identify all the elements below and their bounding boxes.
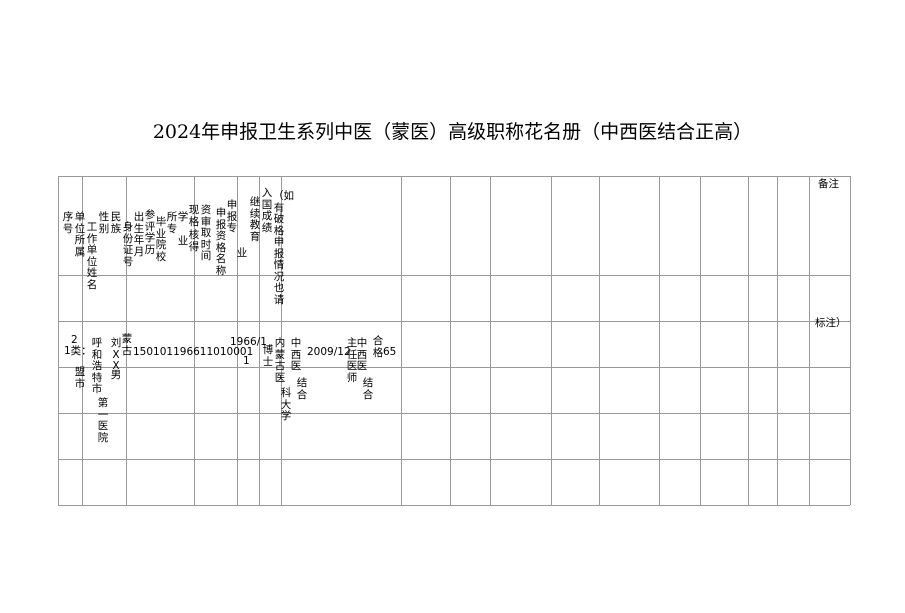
col-divider (401, 176, 402, 505)
col-divider (659, 176, 660, 505)
header-continuing-edu: 继续教育 (249, 196, 261, 243)
col-divider (700, 176, 701, 505)
page-title: 2024年申报卫生系列中医（蒙医）高级职称花名册（中西医结合正高） (152, 121, 753, 143)
cell-major: 中西医 (290, 337, 302, 372)
cell-education: 博士 (262, 344, 274, 368)
header-qualification-time: 资审取时间 (200, 204, 212, 262)
header-education: 参评学历 (144, 209, 156, 256)
cell-school: 科大学 (280, 387, 292, 422)
header-id-number: 身份证号 (122, 221, 134, 268)
col-divider (82, 176, 83, 505)
cell-current-title: 主任医师 (346, 337, 358, 384)
col-divider (259, 176, 260, 505)
col-divider (126, 176, 127, 505)
col-divider (450, 176, 451, 505)
header-score: 入国成绩 (261, 187, 273, 234)
cell-hospital: 第一医院 (97, 397, 109, 444)
col-divider (850, 176, 851, 505)
header-unit-belong: 单位所属 (74, 211, 86, 258)
col-divider (809, 176, 810, 505)
cell-city: 呼和浩特市 (91, 337, 103, 395)
header-gender: 性别 (98, 211, 110, 235)
header-remark-end: 标注） (815, 317, 847, 329)
cell-major: 结合 (296, 377, 308, 401)
cell-school: 内蒙古医 (274, 337, 286, 384)
row-divider (58, 413, 850, 414)
col-divider (281, 176, 282, 505)
header-major: 学 (177, 211, 189, 223)
col-divider (490, 176, 491, 505)
header-major: 业 (177, 235, 189, 247)
col-divider (551, 176, 552, 505)
header-remark: 备注 (818, 178, 839, 190)
col-divider (599, 176, 600, 505)
header-apply-major: 申报专 (226, 199, 238, 234)
row-divider (58, 505, 850, 506)
header-seq: 序号 (62, 211, 74, 235)
header-exception-note: （如有破格申报情况也请 (273, 190, 294, 306)
header-qualification: 现格 (188, 204, 200, 228)
col-divider (58, 176, 59, 505)
cell-gender: 男 (110, 369, 122, 381)
header-apply-major: 业 (236, 247, 248, 259)
col-divider (777, 176, 778, 505)
header-work-unit-name: 工作单位姓名 (86, 221, 98, 291)
cell-qualification-time: 2009/12 (307, 346, 351, 358)
cell-id-number: 150101196611010001 (133, 346, 254, 358)
cell-category: 1类： (64, 345, 92, 357)
col-divider (237, 176, 238, 505)
col-divider (748, 176, 749, 505)
cell-name: 刘XX (110, 337, 122, 372)
row-divider (58, 367, 850, 368)
cell-birth: 1966/1 (230, 336, 267, 348)
row-divider (58, 176, 850, 177)
header-qualification: 核得 (188, 229, 200, 253)
row-divider (58, 321, 850, 322)
cell-score: 65 (383, 346, 397, 358)
header-apply-title: 申报资格名称 (215, 207, 227, 277)
cell-apply-major: 中西医 (356, 337, 368, 372)
cell-seq: 2 (71, 334, 78, 346)
cell-league-city: 盟市 (74, 366, 86, 390)
header-school: 毕业院校 (155, 216, 167, 263)
header-ethnic: 民族 (110, 211, 122, 235)
row-divider (58, 459, 850, 460)
cell-apply-major: 结合 (362, 377, 374, 401)
row-divider (58, 275, 850, 276)
header-major: 所专 (166, 211, 178, 235)
cell-birth: 1 (243, 355, 250, 367)
header-birth: 出生年月 (133, 211, 145, 258)
cell-ethnic: 蒙古 (121, 333, 133, 357)
cell-continuing-edu: 合格 (372, 335, 384, 359)
col-divider (194, 176, 195, 505)
